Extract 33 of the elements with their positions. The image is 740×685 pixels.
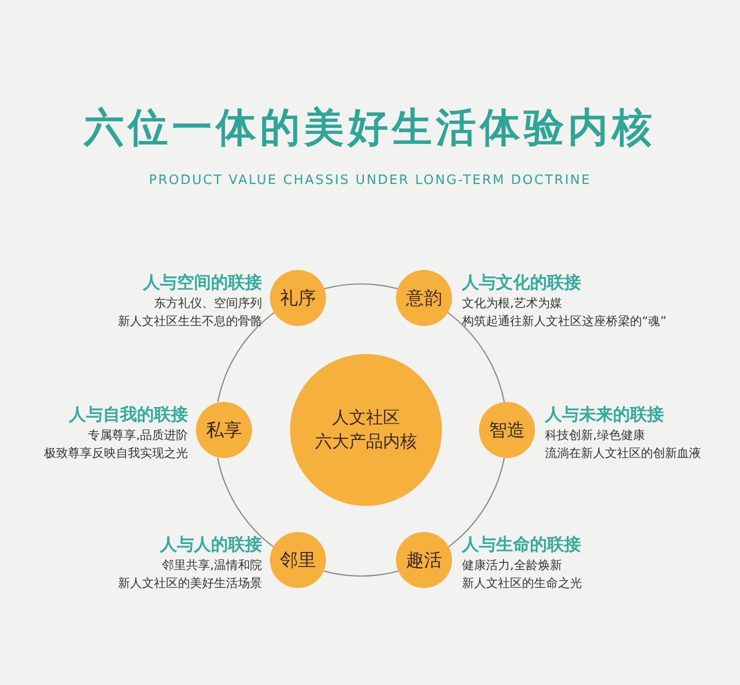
- topic-circle: 智造: [479, 402, 535, 458]
- description: 文化为根,艺术为媒: [462, 295, 562, 312]
- heading: 人与未来的联接: [545, 404, 664, 426]
- topic-circle: 私享: [196, 402, 252, 458]
- topic-circle: 邻里: [270, 532, 326, 588]
- description: 构筑起通往新人文社区这座桥梁的“魂”: [462, 313, 666, 330]
- topic-circle: 意韵: [396, 270, 452, 326]
- ring-arc: [448, 312, 505, 402]
- description: 流淌在新人文社区的创新血液: [545, 445, 701, 462]
- ring-arc: [217, 458, 274, 548]
- ring-arc: [324, 283, 398, 290]
- description: 东方礼仪、空间序列: [154, 295, 262, 312]
- topic-circle: 趣活: [396, 532, 452, 588]
- description: 科技创新,绿色健康: [545, 427, 645, 444]
- title: 六位一体的美好生活体验内核: [82, 104, 657, 153]
- subtitle: PRODUCT VALUE CHASSIS UNDER LONG-TERM DOCTRINE: [148, 173, 592, 188]
- heading: 人与文化的联接: [462, 272, 581, 294]
- heading: 人与生命的联接: [462, 534, 581, 556]
- heading: 人与人的联接: [160, 534, 262, 556]
- core-circle: 人文社区 六大产品内核: [290, 354, 442, 506]
- heading: 人与自我的联接: [69, 404, 188, 426]
- ring-arc: [217, 312, 274, 402]
- heading: 人与空间的联接: [143, 272, 262, 294]
- description: 新人文社区生生不息的骨骼: [118, 313, 262, 330]
- description: 专属尊享,品质进阶: [88, 427, 188, 444]
- ring-arc: [323, 570, 399, 577]
- ring-arc: [448, 458, 505, 548]
- description: 健康活力,全龄焕新: [462, 557, 562, 574]
- description: 邻里共享,温情和院: [162, 557, 262, 574]
- description: 新人文社区的美好生活场景: [118, 575, 262, 592]
- description: 新人文社区的生命之光: [462, 575, 582, 592]
- description: 极致尊享反映自我实现之光: [44, 445, 188, 462]
- topic-circle: 礼序: [270, 270, 326, 326]
